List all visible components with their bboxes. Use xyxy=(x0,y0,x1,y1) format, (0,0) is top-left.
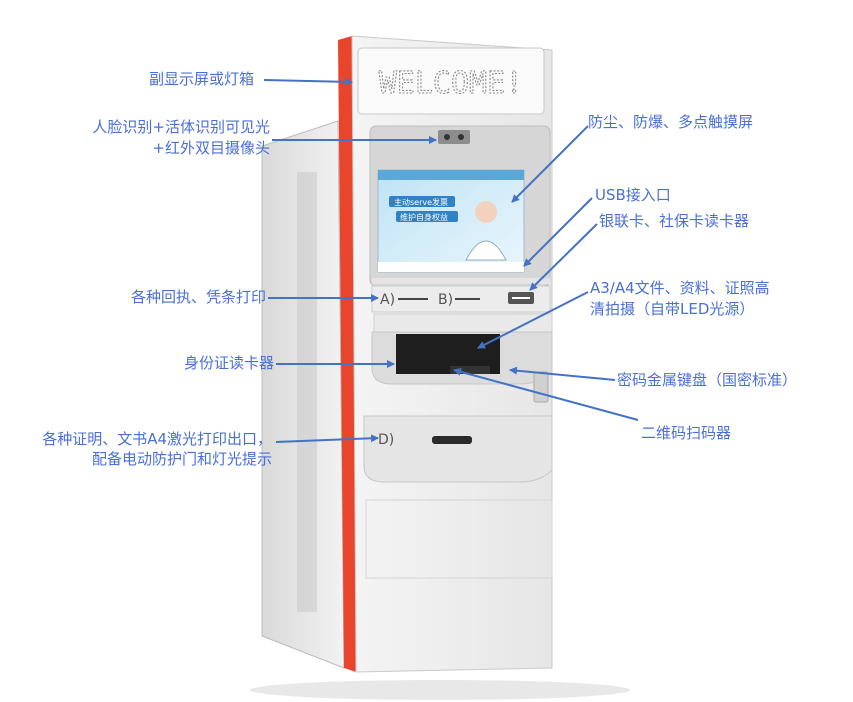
lower-door xyxy=(365,499,553,579)
callout-qr: 二维码扫码器 xyxy=(641,424,732,442)
pinpad xyxy=(533,371,549,403)
slot-a-label: A) xyxy=(380,292,395,308)
screen-topbar xyxy=(378,170,524,180)
floor-shadow xyxy=(250,680,630,700)
callout-scanner-2: 清拍摄（自带LED光源） xyxy=(590,300,755,318)
camera-lens xyxy=(444,134,450,140)
callout-pinpad: 密码金属键盘（国密标准） xyxy=(617,371,798,389)
screen-footer xyxy=(378,262,524,272)
a4-output-panel xyxy=(363,415,553,483)
callout-card-reader: 银联卡、社保卡读卡器 xyxy=(599,212,750,230)
side-recess xyxy=(297,172,317,612)
camera-lens-ir xyxy=(458,134,464,140)
marquee-box xyxy=(357,47,545,115)
callout-camera-1: 人脸识别+活体识别可见光 xyxy=(92,118,270,136)
callout-id-reader: 身份证读卡器 xyxy=(183,354,274,372)
callout-sub-display: 副显示屏或灯箱 xyxy=(148,70,254,88)
screen-banner-2 xyxy=(396,211,458,222)
screen-banner xyxy=(389,196,455,207)
screen-headline-1: 主动serve发票 xyxy=(394,197,448,207)
control-strip xyxy=(372,278,550,284)
camera-module xyxy=(438,130,470,144)
screen-person-body xyxy=(465,240,507,261)
callout-usb: USB接入口 xyxy=(595,186,671,204)
callout-a4-2: 配备电动防护门和灯光提示 xyxy=(91,450,272,468)
callout-a4-1: 各种证明、文书A4激光打印出口， xyxy=(42,430,272,448)
slot-d-label: D) xyxy=(378,432,394,448)
screen-headline-2: 维护自身权益 xyxy=(400,212,448,222)
red-trim xyxy=(338,36,356,672)
qr-window xyxy=(450,366,490,374)
slot-b-label: B) xyxy=(438,292,453,308)
callout-touchscreen: 防尘、防爆、多点触摸屏 xyxy=(588,113,754,131)
screen-person-head xyxy=(475,201,497,223)
scanner-hood xyxy=(373,313,553,333)
callout-scanner-1: A3/A4文件、资料、证照高 xyxy=(590,279,770,297)
a4-slot xyxy=(432,436,472,444)
callout-receipt-print: 各种回执、凭条打印 xyxy=(130,288,266,306)
marquee-text: WELCOME! xyxy=(379,66,524,101)
callout-camera-2: +红外双目摄像头 xyxy=(152,139,270,157)
